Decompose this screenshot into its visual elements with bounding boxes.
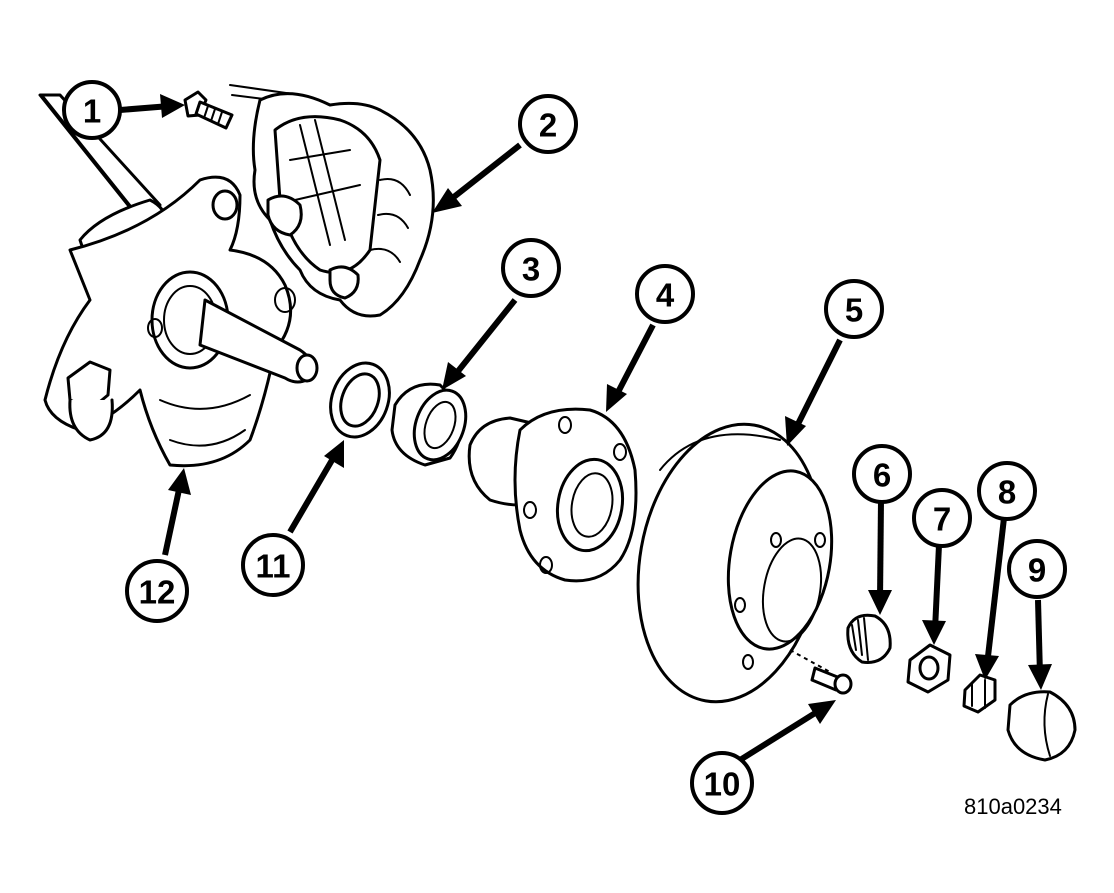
leader-2 xyxy=(448,142,522,203)
callout-11: 11 xyxy=(241,533,305,597)
arrowhead-1 xyxy=(160,94,185,118)
callout-3: 3 xyxy=(501,238,561,298)
arrowhead-7 xyxy=(922,620,946,645)
callout-label-1: 1 xyxy=(83,93,101,130)
part-outer-bearing xyxy=(846,613,892,664)
leader-4 xyxy=(612,323,656,400)
callout-5: 5 xyxy=(824,279,884,339)
part-brake-caliper xyxy=(229,84,435,318)
arrowhead-9 xyxy=(1028,664,1052,690)
part-rotor-screw xyxy=(789,649,853,695)
callout-label-10: 10 xyxy=(704,766,741,803)
arrowhead-3 xyxy=(442,362,466,390)
callout-10: 10 xyxy=(690,751,754,815)
callout-6: 6 xyxy=(852,444,912,504)
callout-label-6: 6 xyxy=(873,457,891,494)
callout-7: 7 xyxy=(912,488,972,548)
arrowhead-12 xyxy=(168,468,191,495)
leader-5 xyxy=(792,338,843,432)
part-hub xyxy=(467,407,638,583)
leader-10 xyxy=(738,707,822,763)
part-grease-cap xyxy=(1006,690,1077,762)
arrowhead-8 xyxy=(975,654,999,680)
callout-label-11: 11 xyxy=(256,548,291,585)
figure-code: 810a0234 xyxy=(964,794,1062,819)
part-caliper-bolt xyxy=(183,90,234,130)
leader-12 xyxy=(162,484,183,556)
leader-6 xyxy=(877,499,884,601)
arrowhead-6 xyxy=(868,590,892,615)
callout-label-2: 2 xyxy=(539,107,557,144)
part-steering-knuckle xyxy=(38,93,319,468)
arrowhead-11 xyxy=(324,440,344,468)
part-inner-bearing xyxy=(390,382,468,467)
leader-8 xyxy=(984,517,1007,666)
callout-label-7: 7 xyxy=(933,501,951,538)
callout-2: 2 xyxy=(518,94,578,154)
callout-12: 12 xyxy=(125,559,189,623)
callout-8: 8 xyxy=(977,461,1037,521)
callout-label-4: 4 xyxy=(656,277,675,314)
leader-3 xyxy=(452,298,518,377)
callout-1: 1 xyxy=(62,80,122,140)
callout-9: 9 xyxy=(1007,539,1067,599)
part-grease-seal xyxy=(329,361,391,439)
callout-label-8: 8 xyxy=(998,474,1016,511)
callout-4: 4 xyxy=(635,264,695,324)
part-nut-lock xyxy=(962,673,997,714)
arrowhead-5 xyxy=(785,416,806,446)
callout-label-12: 12 xyxy=(139,574,176,611)
part-washer xyxy=(906,643,952,694)
callout-label-9: 9 xyxy=(1028,552,1046,589)
callout-label-5: 5 xyxy=(845,292,863,329)
leader-9 xyxy=(1035,599,1043,676)
leader-11 xyxy=(287,453,338,534)
callout-label-3: 3 xyxy=(522,251,540,288)
part-brake-rotor xyxy=(636,422,834,704)
arrowhead-10 xyxy=(808,700,836,724)
arrowhead-4 xyxy=(606,384,627,412)
arrowhead-2 xyxy=(432,188,462,213)
leader-arrows xyxy=(119,94,1052,763)
leader-7 xyxy=(932,544,942,631)
